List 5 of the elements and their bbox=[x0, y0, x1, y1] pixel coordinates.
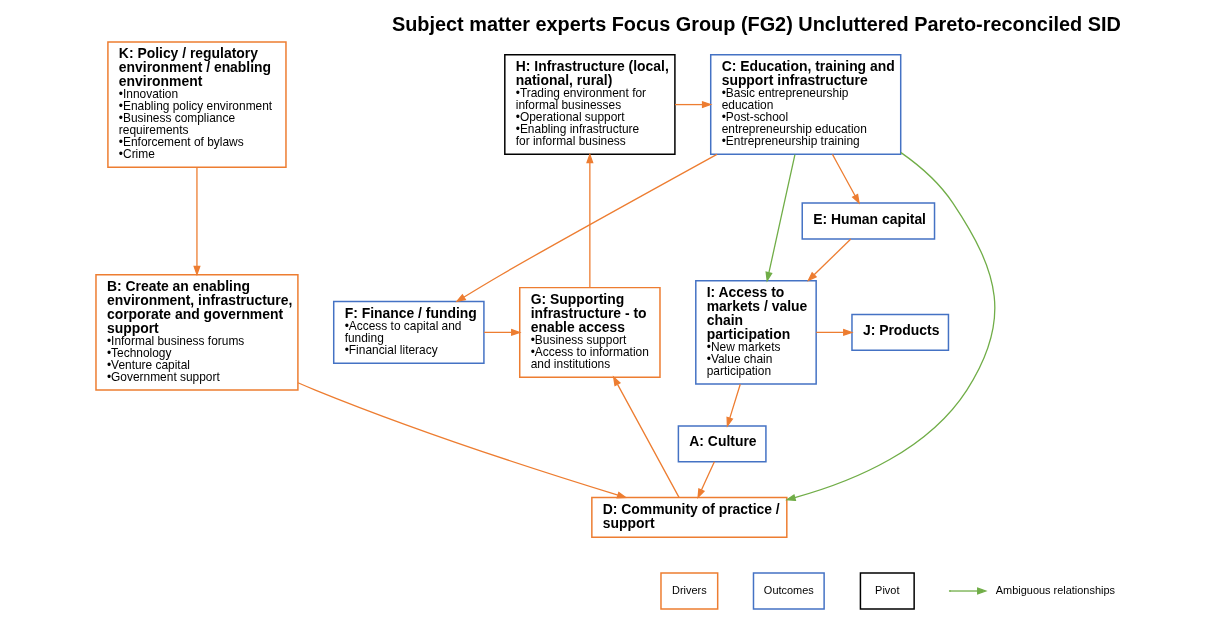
legend-label: Outcomes bbox=[763, 583, 814, 596]
legend-label: Ambiguous relationships bbox=[995, 583, 1115, 596]
legend-label: Pivot bbox=[875, 583, 900, 596]
diagram-title: Subject matter experts Focus Group (FG2) Uncluttered Pareto-reconciled SID bbox=[391, 12, 1121, 35]
legend-label: Drivers bbox=[672, 583, 707, 596]
